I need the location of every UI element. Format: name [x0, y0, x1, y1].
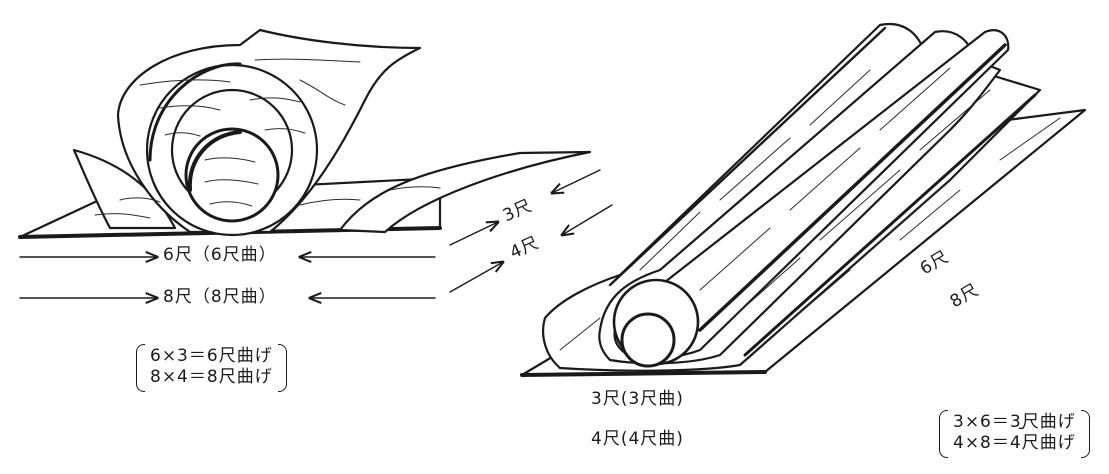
- right-core-roll-end: [620, 312, 676, 368]
- left-formula-block: 6×3＝6尺曲げ 8×4＝8尺曲げ: [136, 344, 287, 392]
- right-formula-bracket-right: [1080, 410, 1090, 458]
- right-formula-line-2: 4×8＝4尺曲げ: [953, 433, 1076, 453]
- left-depth3-arrow-upper: [552, 169, 601, 193]
- left-formula-bracket-right: [277, 344, 287, 392]
- left-middle-ring-edge: [148, 62, 242, 162]
- right-outer-long-edge: [743, 93, 1037, 357]
- left-core-edge: [187, 130, 242, 192]
- right-core-long-edge: [698, 43, 1007, 332]
- right-formula-bracket-left: [939, 410, 948, 458]
- right-bent-sheets-figure: [520, 22, 1087, 377]
- left-depth4-arrow-upper: [562, 204, 613, 235]
- right-formula-prefix: -: [1018, 418, 1026, 438]
- left-core-roll: [184, 127, 280, 223]
- left-formula-line-2: 8×4＝8尺曲げ: [150, 367, 273, 387]
- right-base-edge: [520, 370, 767, 377]
- left-outer-wing-right: [338, 150, 592, 234]
- right-wood-grain: [559, 67, 1061, 351]
- left-width8-label: 8尺（8尺曲）: [163, 287, 277, 307]
- right-formula-block: 3×6＝3尺曲げ 4×8＝4尺曲げ: [939, 410, 1090, 458]
- left-width6-label: 6尺（6尺曲）: [163, 245, 277, 265]
- left-wood-grain: [94, 58, 441, 219]
- left-outer-wing-left: [72, 148, 177, 230]
- left-depth4-arrow-lower: [449, 262, 503, 293]
- left-bent-sheets-figure: [18, 28, 613, 298]
- right-width3-label: 3尺(3尺曲): [591, 389, 684, 409]
- left-formula-line-1: 6×3＝6尺曲げ: [150, 346, 273, 366]
- left-depth3-arrow-lower: [449, 222, 498, 246]
- right-width4-label: 4尺(4尺曲): [591, 429, 684, 449]
- left-formula-bracket-left: [136, 344, 145, 392]
- right-formula-line-1: 3×6＝3尺曲げ: [953, 412, 1076, 432]
- right-back-long-edge: [608, 26, 887, 287]
